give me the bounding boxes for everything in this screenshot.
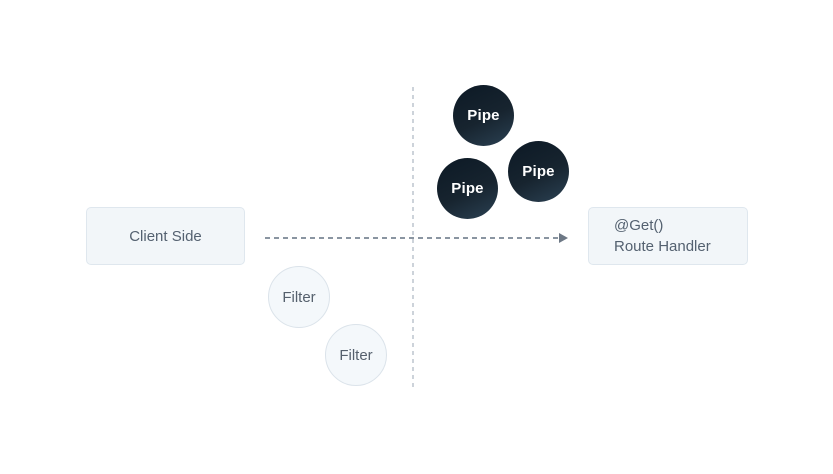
- filter-node: Filter: [325, 324, 387, 386]
- pipe-label: Pipe: [522, 163, 555, 180]
- pipe-node: Pipe: [453, 85, 514, 146]
- client-side-node: Client Side: [86, 207, 245, 265]
- filter-label: Filter: [282, 288, 316, 306]
- pipe-node: Pipe: [437, 158, 498, 219]
- pipe-label: Pipe: [451, 180, 484, 197]
- route-handler-node: @Get() Route Handler: [588, 207, 748, 265]
- pipe-label: Pipe: [467, 107, 500, 124]
- filter-label: Filter: [339, 346, 373, 364]
- route-handler-decorator-label: @Get(): [614, 217, 664, 234]
- pipe-node: Pipe: [508, 141, 569, 202]
- route-handler-label: Route Handler: [614, 238, 711, 255]
- request-flow-dashed-line: [265, 237, 559, 239]
- filter-node: Filter: [268, 266, 330, 328]
- arrow-right-icon: [559, 233, 568, 243]
- client-side-label: Client Side: [129, 227, 202, 245]
